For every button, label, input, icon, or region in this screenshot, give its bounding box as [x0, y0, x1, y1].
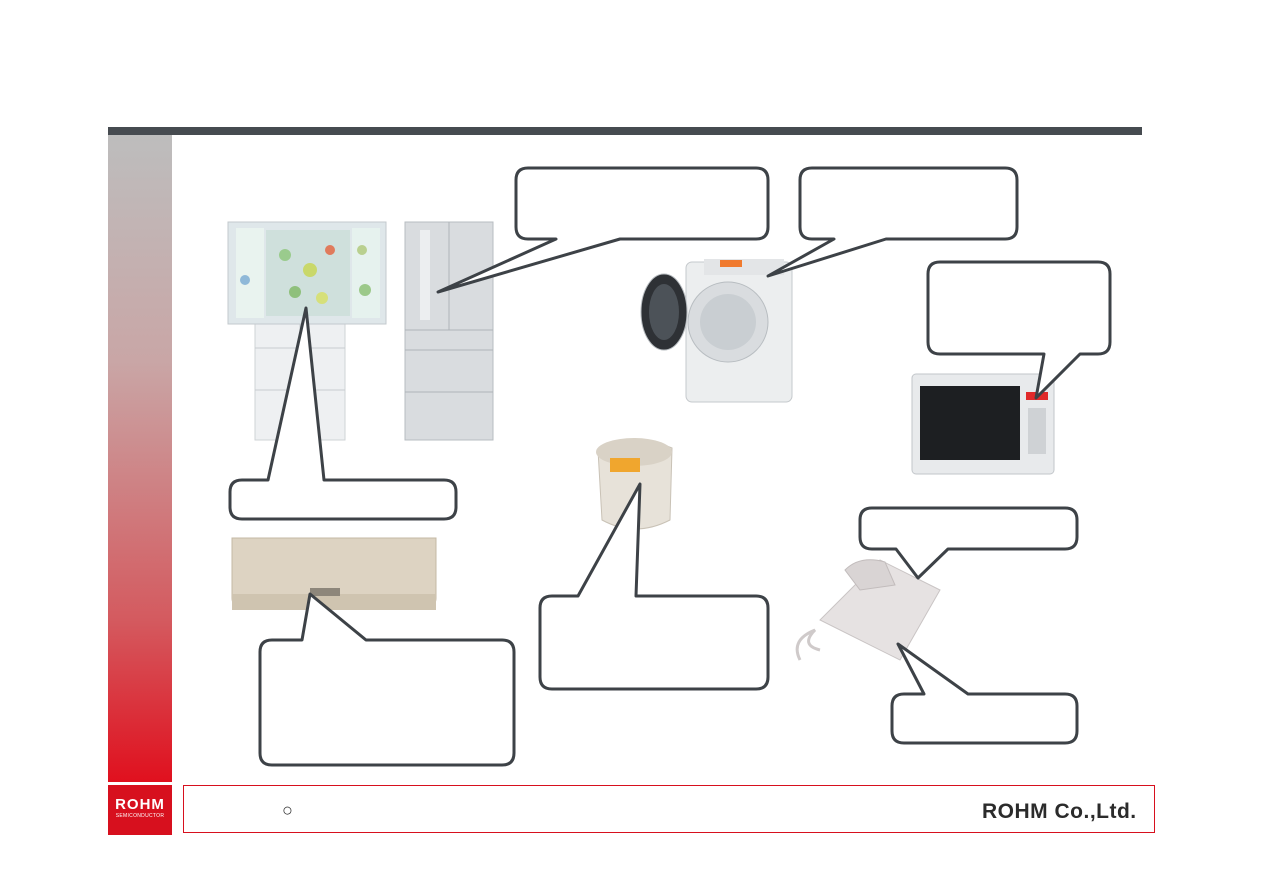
logo-sub-text: SEMICONDUCTOR — [115, 813, 165, 819]
callout-washer — [766, 166, 1019, 278]
washing-machine-icon — [640, 259, 793, 403]
rice-cooker-icon — [596, 438, 673, 530]
callout-fridge-door — [436, 166, 770, 294]
callout-microwave — [926, 260, 1112, 400]
logo-main-text: ROHM — [115, 796, 165, 813]
header-bar — [108, 127, 1142, 135]
callout-rice-cooker — [538, 482, 770, 691]
callout-phone-bottom — [890, 642, 1079, 745]
callout-fridge-shelf — [228, 306, 458, 521]
footer-box — [183, 785, 1155, 833]
copyright-mark: ○ — [282, 800, 293, 820]
callout-aircon — [258, 592, 516, 767]
office-telephone-icon — [795, 559, 941, 661]
rohm-logo: ROHM SEMICONDUCTOR — [108, 785, 172, 835]
microwave-icon — [911, 373, 1055, 475]
air-conditioner-icon — [231, 537, 437, 610]
side-gradient-bar — [108, 135, 172, 782]
callout-phone-top — [858, 506, 1079, 580]
refrigerator-closed-icon — [404, 221, 494, 441]
company-name: ROHM Co.,Ltd. — [982, 800, 1137, 823]
